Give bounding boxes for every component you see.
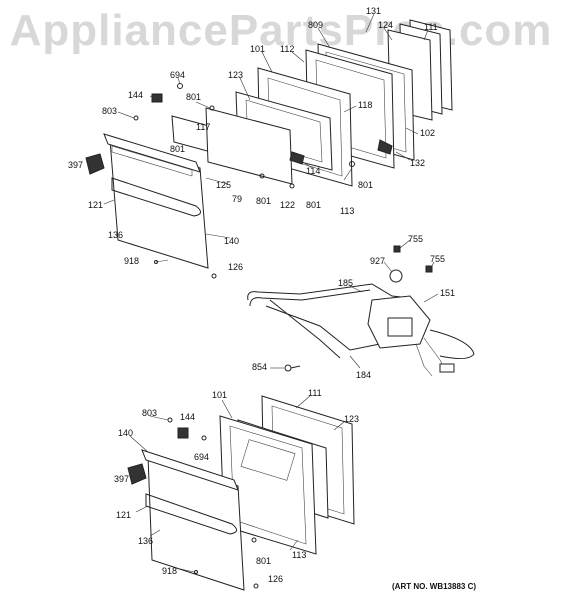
- callout-927: 927: [370, 256, 386, 266]
- latch-assembly: [247, 245, 475, 377]
- callout-111: 111: [424, 22, 438, 32]
- callout-184: 184: [356, 370, 372, 380]
- callout-801c: 801: [358, 180, 374, 190]
- callout-117: 117: [196, 122, 211, 132]
- callout-755b: 755: [430, 254, 446, 264]
- callout-140: 140: [224, 236, 240, 246]
- callout-694: 694: [170, 70, 186, 80]
- callout-118: 118: [358, 100, 373, 110]
- callout-918-bottom: 918: [162, 566, 178, 576]
- callout-151: 151: [440, 288, 456, 298]
- callout-140-bottom: 140: [118, 428, 134, 438]
- watermark-text: AppliancePartsPros.com: [9, 6, 553, 55]
- callout-102: 102: [420, 128, 436, 138]
- callout-113-bottom: 113: [292, 550, 307, 560]
- callout-144-bottom: 144: [180, 412, 196, 422]
- callout-112: 112: [280, 44, 295, 54]
- callout-694-bottom: 694: [194, 452, 210, 462]
- top-front-door: [85, 133, 209, 269]
- callout-803: 803: [102, 106, 118, 116]
- callout-121-bottom: 121: [116, 510, 132, 520]
- callout-803-bottom: 803: [142, 408, 158, 418]
- callout-113: 113: [340, 206, 355, 216]
- leader-lines: [90, 13, 439, 573]
- callout-397: 397: [68, 160, 84, 170]
- bottom-rear-panels: [219, 395, 355, 555]
- callout-111-bottom: 111: [308, 388, 322, 398]
- callout-144: 144: [128, 90, 144, 100]
- callout-121: 121: [88, 200, 104, 210]
- callout-136: 136: [108, 230, 124, 240]
- callout-124: 124: [378, 20, 394, 30]
- callout-101-bottom: 101: [212, 390, 228, 400]
- callout-397-bottom: 397: [114, 474, 130, 484]
- callout-131: 131: [366, 6, 382, 16]
- callout-123-bottom: 123: [344, 414, 360, 424]
- callout-126-bottom: 126: [268, 574, 284, 584]
- callout-122: 122: [280, 200, 296, 210]
- bottom-front-door: [127, 417, 259, 591]
- callout-801a: 801: [186, 92, 202, 102]
- callout-854: 854: [252, 362, 268, 372]
- callout-755a: 755: [408, 234, 424, 244]
- callout-114: 114: [306, 166, 321, 176]
- callout-136-bottom: 136: [138, 536, 154, 546]
- callout-801-bottom: 801: [256, 556, 272, 566]
- callout-185: 185: [338, 278, 354, 288]
- callout-918: 918: [124, 256, 140, 266]
- callout-101: 101: [250, 44, 266, 54]
- callout-801b: 801: [170, 144, 186, 154]
- callout-125: 125: [216, 180, 232, 190]
- callout-801e: 801: [306, 200, 322, 210]
- callout-801d: 801: [256, 196, 272, 206]
- callout-126: 126: [228, 262, 244, 272]
- callout-132: 132: [410, 158, 426, 168]
- callout-809: 809: [308, 20, 324, 30]
- callout-123: 123: [228, 70, 244, 80]
- art-number: (ART NO. WB13883 C): [392, 582, 477, 591]
- callout-79: 79: [232, 194, 243, 204]
